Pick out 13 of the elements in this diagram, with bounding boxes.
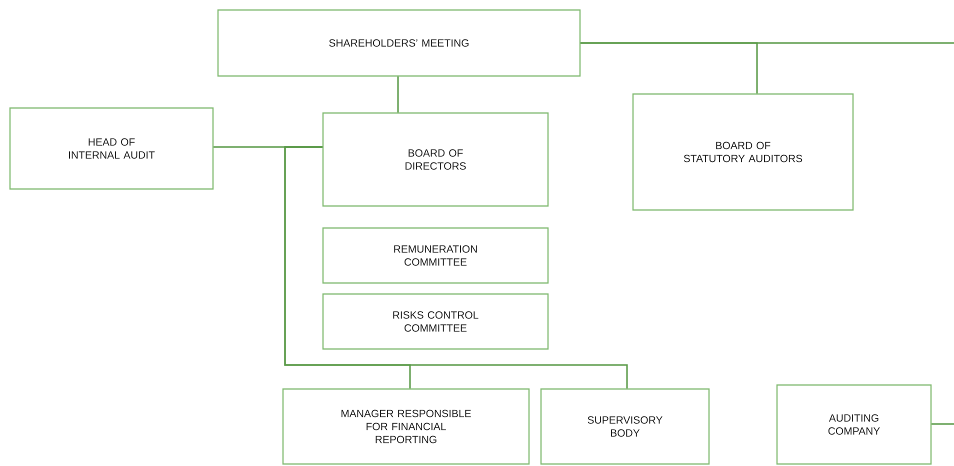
org-box: MANAGER RESPONSIBLE FOR FINANCIAL REPORTING bbox=[282, 388, 530, 465]
org-box: HEAD OF INTERNAL AUDIT bbox=[9, 107, 214, 190]
org-box: SUPERVISORY BODY bbox=[540, 388, 710, 465]
connector-line bbox=[284, 146, 628, 388]
connector-line bbox=[397, 76, 399, 112]
org-box: REMUNERATION COMMITTEE bbox=[322, 227, 549, 284]
connector-line bbox=[580, 42, 954, 44]
connector-line bbox=[932, 423, 954, 425]
org-box: RISKS CONTROL COMMITTEE bbox=[322, 293, 549, 350]
org-box: AUDITING COMPANY bbox=[776, 384, 932, 465]
org-box: BOARD OF STATUTORY AUDITORS bbox=[632, 93, 854, 211]
org-box: SHAREHOLDERS’ MEETING bbox=[217, 9, 581, 77]
org-box: BOARD OF DIRECTORS bbox=[322, 112, 549, 207]
